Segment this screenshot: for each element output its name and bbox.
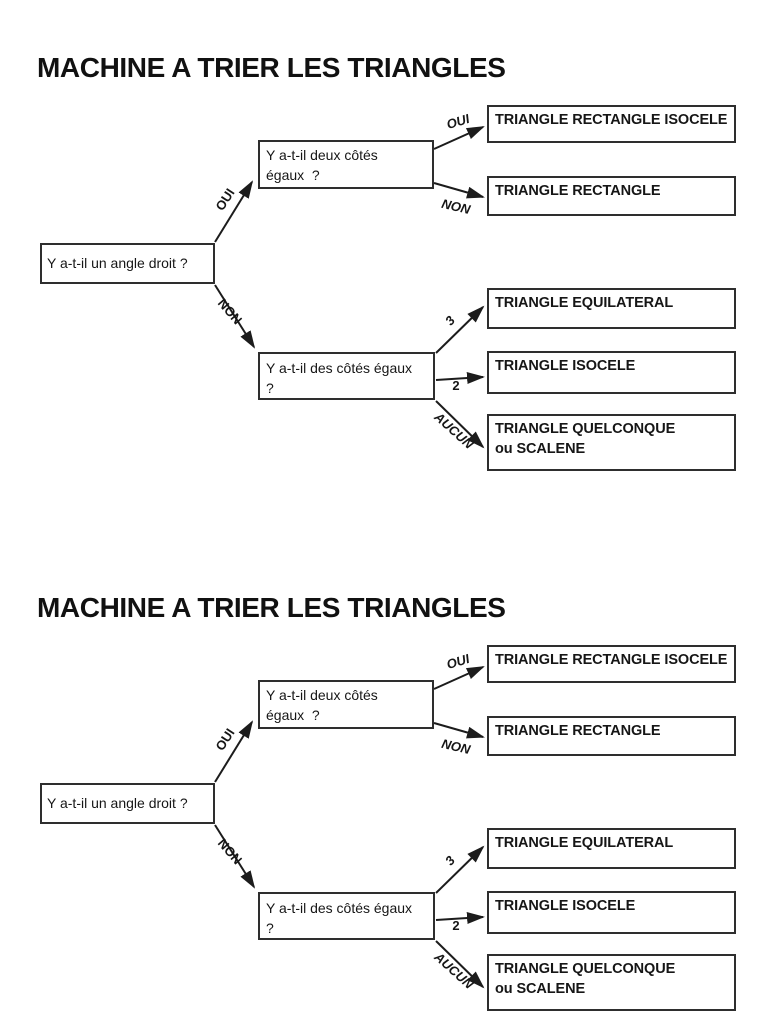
node-deux-cotes-egaux: Y a-t-il deux côtés égaux ? bbox=[258, 140, 434, 189]
edge-line-three bbox=[435, 305, 485, 354]
edge-line-three bbox=[435, 845, 485, 894]
connector-layer bbox=[214, 666, 485, 989]
leaf-triangle-rectangle: TRIANGLE RECTANGLE bbox=[487, 716, 736, 756]
edge-line-two bbox=[435, 912, 485, 925]
edge-line-root-oui bbox=[214, 720, 254, 783]
leaf-triangle-isocele: TRIANGLE ISOCELE bbox=[487, 351, 736, 394]
edge-label-2: 2 bbox=[452, 918, 460, 933]
leaf-triangle-quelconque: TRIANGLE QUELCONQUE ou SCALENE bbox=[487, 414, 736, 471]
flowchart-bottom: MACHINE A TRIER LES TRIANGLES Y a-t-il u… bbox=[0, 540, 768, 1024]
leaf-triangle-rectangle-isocele: TRIANGLE RECTANGLE ISOCELE bbox=[487, 645, 736, 683]
leaf-triangle-equilateral: TRIANGLE EQUILATERAL bbox=[487, 288, 736, 329]
edge-line-root-non bbox=[214, 824, 256, 889]
leaf-triangle-isocele: TRIANGLE ISOCELE bbox=[487, 891, 736, 934]
diagram-title: MACHINE A TRIER LES TRIANGLES bbox=[37, 592, 506, 623]
diagram-title: MACHINE A TRIER LES TRIANGLES bbox=[37, 52, 506, 83]
edge-line-sides-oui bbox=[433, 126, 485, 150]
edge-line-sides-non bbox=[433, 722, 485, 739]
node-des-cotes-egaux: Y a-t-il des côtés égaux ? bbox=[258, 352, 435, 400]
connector-layer bbox=[214, 126, 485, 449]
node-angle-droit: Y a-t-il un angle droit ? bbox=[40, 243, 215, 284]
edge-line-root-non bbox=[214, 284, 256, 349]
leaf-triangle-rectangle: TRIANGLE RECTANGLE bbox=[487, 176, 736, 216]
edge-label-2: 2 bbox=[452, 378, 460, 393]
edge-line-aucun bbox=[435, 400, 485, 449]
edge-line-sides-oui bbox=[433, 666, 485, 690]
flowchart-top: MACHINE A TRIER LES TRIANGLES Y a-t-il u… bbox=[37, 52, 736, 471]
edge-line-aucun bbox=[435, 940, 485, 989]
leaf-triangle-equilateral: TRIANGLE EQUILATERAL bbox=[487, 828, 736, 869]
node-des-cotes-egaux: Y a-t-il des côtés égaux ? bbox=[258, 892, 435, 940]
edge-line-root-oui bbox=[214, 180, 254, 243]
node-deux-cotes-egaux: Y a-t-il deux côtés égaux ? bbox=[258, 680, 434, 729]
edge-line-sides-non bbox=[433, 182, 485, 199]
node-angle-droit: Y a-t-il un angle droit ? bbox=[40, 783, 215, 824]
leaf-triangle-rectangle-isocele: TRIANGLE RECTANGLE ISOCELE bbox=[487, 105, 736, 143]
edge-line-two bbox=[435, 372, 485, 385]
leaf-triangle-quelconque: TRIANGLE QUELCONQUE ou SCALENE bbox=[487, 954, 736, 1011]
